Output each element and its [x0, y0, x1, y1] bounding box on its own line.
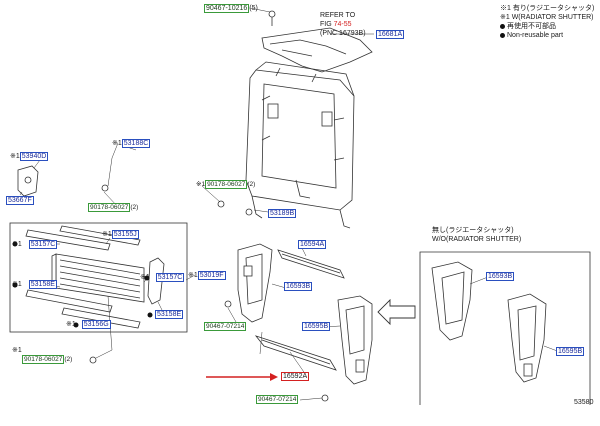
fasteners — [89, 10, 329, 402]
legend-line-4: Non-reusable part — [500, 31, 563, 40]
part-label: 53158E — [148, 310, 184, 319]
without-en: W/O(RADIATOR SHUTTER) — [432, 236, 522, 243]
part-number-link[interactable]: 16595B — [302, 322, 331, 331]
part-number-link[interactable]: 53188C — [121, 139, 151, 148]
refer-prefix: FIG — [320, 21, 334, 28]
part-number-link[interactable]: 90467-07214 — [256, 395, 299, 404]
highlight-arrow — [206, 373, 278, 381]
part-number-link[interactable]: 16593B — [284, 282, 313, 291]
part-label: 16593B — [486, 272, 515, 281]
part-number-link[interactable]: 90178-06027 — [88, 203, 131, 212]
refer-fig-link[interactable]: 74-55 — [333, 21, 352, 28]
grille-assembly-box — [9, 222, 188, 333]
without-jp: 無し(ラジエータシャッタ) — [432, 227, 514, 234]
part-label: 90178-06027(2) — [88, 203, 138, 212]
part-label: ※1 53156G — [66, 320, 111, 329]
part-number-link[interactable]: 53156G — [81, 320, 111, 329]
shutter-mark: ※1 — [188, 272, 198, 279]
part-label: 90467-07214 — [256, 395, 299, 404]
part-label: 16595B — [302, 322, 331, 331]
radiator-support — [245, 61, 355, 229]
part-number-link[interactable]: 53157C — [155, 273, 185, 282]
seal-16594a — [277, 249, 345, 279]
part-number-link[interactable]: 90178-06027 — [205, 180, 248, 189]
lock-support — [17, 165, 39, 197]
part-qty: (2) — [247, 181, 256, 188]
shutter-mark: ※1 — [10, 153, 20, 160]
part-number-link[interactable]: 53157C — [28, 240, 58, 249]
shutter-mark: ※1 — [66, 321, 76, 328]
shutter-assembly — [51, 253, 145, 303]
without-shutter-note: 無し(ラジエータシャッタ) W/O(RADIATOR SHUTTER) — [432, 226, 521, 244]
without-shutter-16595b — [507, 293, 547, 383]
shutter-mark: ※1 — [12, 281, 22, 288]
part-number-link[interactable]: 53940D — [19, 152, 49, 161]
grille-lower — [25, 289, 141, 329]
part-label: ※1 53158E — [12, 280, 57, 289]
part-number-link[interactable]: 53155J — [111, 230, 139, 239]
direction-arrow — [377, 298, 416, 326]
non-reusable-dot-icon — [500, 32, 505, 38]
part-label: 90178-06027(2) — [22, 355, 72, 364]
part-label: ※1 53157C — [12, 240, 58, 249]
air-guide-16593b — [237, 243, 273, 323]
without-shutter-bracket — [419, 251, 591, 405]
part-number-link[interactable]: 53019F — [197, 271, 226, 280]
part-number-link[interactable]: 53667F — [6, 196, 34, 205]
part-label: 16681A — [376, 30, 405, 39]
refer-line-1: REFER TO — [320, 12, 356, 19]
figure-id: 53580 — [574, 399, 594, 406]
part-label: ※1 — [12, 346, 22, 355]
part-number-link[interactable]: 90467-10216 — [204, 4, 250, 13]
without-shutter-16593b — [431, 261, 473, 341]
part-number-link[interactable]: 16594A — [298, 240, 327, 249]
part-number-link[interactable]: 53158E — [155, 310, 184, 319]
shutter-mark: ※1 — [112, 140, 122, 147]
shutter-mark: ※1 — [12, 347, 22, 354]
part-label: 90467-07214 — [204, 322, 247, 331]
part-number-link[interactable]: 90178-06027 — [22, 355, 65, 364]
air-guide-16595b — [337, 295, 373, 385]
seal-16592a — [254, 335, 337, 371]
part-qty: (5) — [249, 5, 258, 12]
part-qty: (2) — [130, 204, 139, 211]
legend-line-2: ※1 W(RADIATOR SHUTTER) — [500, 14, 594, 21]
part-label: 16595B — [556, 347, 585, 356]
part-qty: (2) — [64, 356, 73, 363]
legend-text-4: Non-reusable part — [507, 32, 564, 39]
part-label: 90467-10216(5) — [204, 4, 258, 13]
part-number-link[interactable]: 90467-07214 — [204, 322, 247, 331]
non-reusable-dots — [12, 241, 153, 328]
legend-line-3: 再使用不可部品 — [500, 22, 556, 31]
part-number-link[interactable]: 16595B — [556, 347, 585, 356]
part-label: 53189B — [268, 209, 297, 218]
part-number-link[interactable]: 16592A — [281, 372, 310, 381]
part-label: ※1 53157C — [140, 273, 185, 282]
shutter-mark: ※1 — [140, 274, 150, 281]
part-number-link[interactable]: 53189B — [268, 209, 297, 218]
part-number-link[interactable]: 16593B — [486, 272, 515, 281]
refer-line-3: (PNC 16793B) — [320, 30, 366, 37]
legend-line-1: ※1 有り(ラジエータシャッタ) — [500, 5, 595, 12]
part-number-link[interactable]: 53158E — [28, 280, 57, 289]
part-label: 16592A — [281, 372, 310, 381]
refer-line-2: FIG 74-55 — [320, 20, 366, 29]
shutter-mark: ※1 — [12, 241, 22, 248]
shutter-mark: ※1 — [102, 231, 112, 238]
refer-note: REFER TO FIG 74-55 (PNC 16793B) — [320, 11, 366, 38]
shutter-mark: ※1 — [196, 181, 206, 188]
legend-text-3: 再使用不可部品 — [507, 23, 556, 30]
part-label: 16593B — [284, 282, 313, 291]
part-label: 16594A — [298, 240, 327, 249]
non-reusable-dot-icon — [500, 23, 505, 29]
part-label: 53667F — [6, 196, 34, 205]
part-number-link[interactable]: 16681A — [376, 30, 405, 39]
